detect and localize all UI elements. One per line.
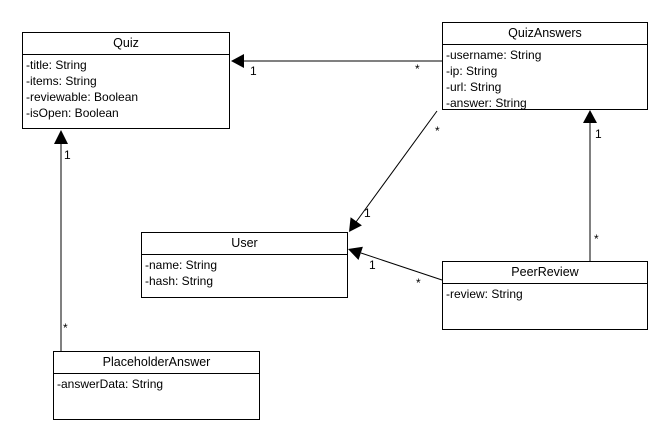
- arrowhead-user-from-peerreview: [348, 246, 363, 260]
- attribute: -isOpen: Boolean: [26, 106, 119, 120]
- multiplicity-label: 1: [64, 148, 71, 162]
- attribute: -url: String: [446, 80, 502, 94]
- attribute: -reviewable: Boolean: [26, 90, 139, 104]
- arrowhead-user-from-quizanswers: [349, 217, 362, 232]
- multiplicity-label: 1: [250, 64, 257, 78]
- arrowhead-quiz-from-placeholder: [54, 130, 68, 144]
- class-name: QuizAnswers: [443, 23, 647, 45]
- class-placeholderanswer: PlaceholderAnswer -answerData: String: [53, 351, 260, 420]
- multiplicity-label: *: [63, 321, 68, 335]
- attribute: -title: String: [26, 58, 87, 72]
- attribute: -hash: String: [145, 274, 214, 288]
- multiplicity-label: *: [594, 232, 599, 246]
- multiplicity-label: *: [435, 124, 440, 138]
- class-name: PlaceholderAnswer: [54, 352, 259, 374]
- assoc-line-quizanswers-user: [355, 110, 438, 223]
- class-quiz: Quiz -title: String -items: String -revi…: [22, 32, 230, 129]
- attribute: -review: String: [446, 287, 523, 301]
- arrowhead-quiz: [231, 54, 244, 68]
- attribute-list: -title: String -items: String -reviewabl…: [23, 55, 229, 121]
- attribute-list: -username: String -ip: String -url: Stri…: [443, 45, 647, 111]
- multiplicity-label: *: [415, 62, 420, 76]
- class-peerreview: PeerReview -review: String: [442, 261, 648, 330]
- class-name: PeerReview: [443, 262, 647, 284]
- attribute: -ip: String: [446, 64, 498, 78]
- class-name: Quiz: [23, 33, 229, 55]
- multiplicity-label: 1: [369, 258, 376, 272]
- assoc-line-peerreview-user: [360, 252, 443, 281]
- multiplicity-label: 1: [595, 127, 602, 141]
- attribute-list: -review: String: [443, 284, 647, 302]
- attribute-list: -name: String -hash: String: [142, 255, 347, 289]
- attribute: -items: String: [26, 74, 97, 88]
- attribute: -name: String: [145, 258, 218, 272]
- multiplicity-label: 1: [364, 206, 371, 220]
- attribute: -username: String: [446, 48, 542, 62]
- multiplicity-label: *: [416, 276, 421, 290]
- class-user: User -name: String -hash: String: [141, 232, 348, 298]
- attribute: -answerData: String: [57, 377, 164, 391]
- attribute: -answer: String: [446, 96, 527, 110]
- class-name: User: [142, 233, 347, 255]
- arrowhead-quizanswers: [583, 110, 597, 123]
- attribute-list: -answerData: String: [54, 374, 259, 392]
- class-quizanswers: QuizAnswers -username: String -ip: Strin…: [442, 22, 648, 110]
